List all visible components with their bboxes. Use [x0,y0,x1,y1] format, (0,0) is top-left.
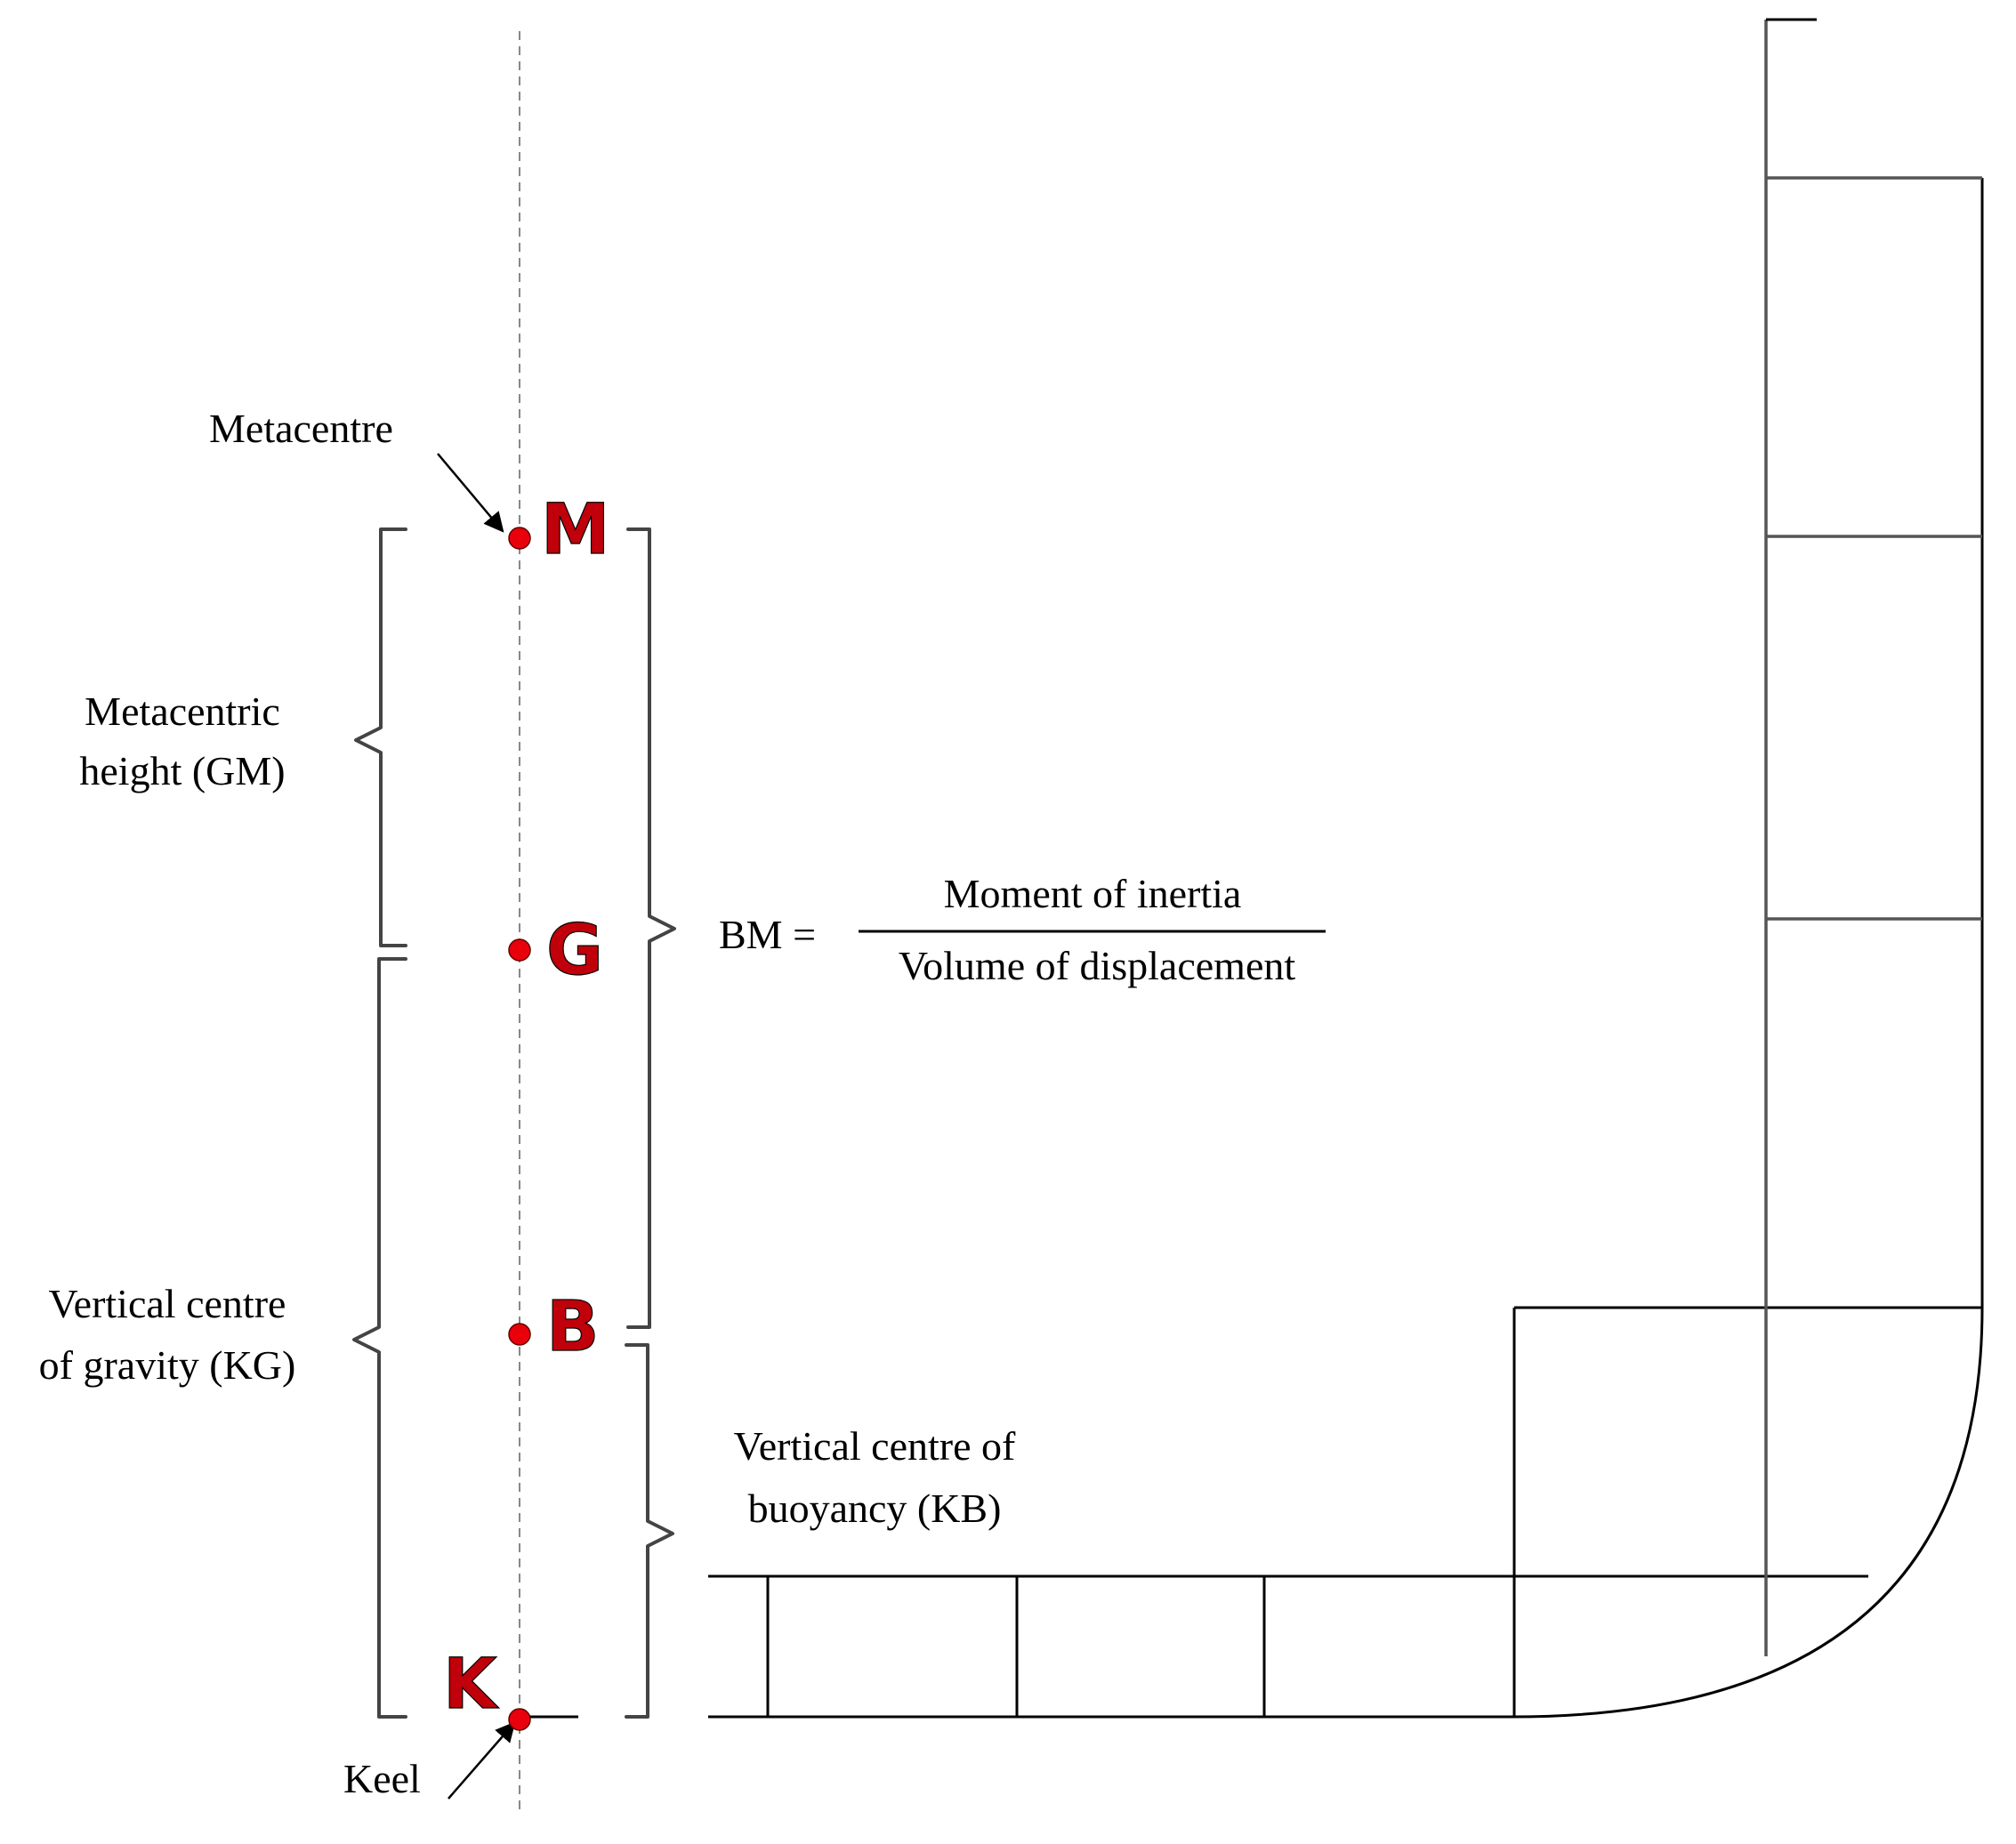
bm-formula: BM = Moment of inertia Volume of displac… [719,871,1326,988]
label-kg-line1: Vertical centre [49,1281,286,1326]
point-k-letter: K [443,1645,499,1725]
brace-kb [625,1343,674,1719]
label-kb-line1: Vertical centre of [734,1423,1016,1469]
brace-bm [626,527,676,1329]
point-g-dot [508,938,531,962]
point-m-dot [508,527,531,550]
point-k: K [442,1644,531,1731]
brace-gm [354,527,407,947]
label-metacentre: Metacentre [209,406,393,451]
point-k-dot [508,1708,531,1731]
point-b-letter: B [546,1287,599,1367]
point-g-letter: G [546,911,603,991]
keel-arrow [448,1721,516,1800]
brace-kg [352,957,407,1719]
formula-numerator: Moment of inertia [944,871,1242,916]
label-kb-line2: buoyancy (KB) [748,1486,1002,1531]
label-gm-line1: Metacentric [85,688,280,734]
hull-section [520,18,1984,1719]
point-b-dot [508,1323,531,1346]
point-m: M [508,489,610,571]
label-keel: Keel [343,1756,421,1801]
point-b: B [508,1286,600,1368]
point-m-letter: M [541,490,610,570]
label-gm-line2: height (GM) [79,748,285,793]
label-kg-line2: of gravity (KG) [39,1342,296,1388]
point-g: G [508,910,604,992]
formula-lhs: BM = [719,912,816,957]
formula-denominator: Volume of displacement [899,943,1295,988]
metacentre-arrow [437,453,504,533]
